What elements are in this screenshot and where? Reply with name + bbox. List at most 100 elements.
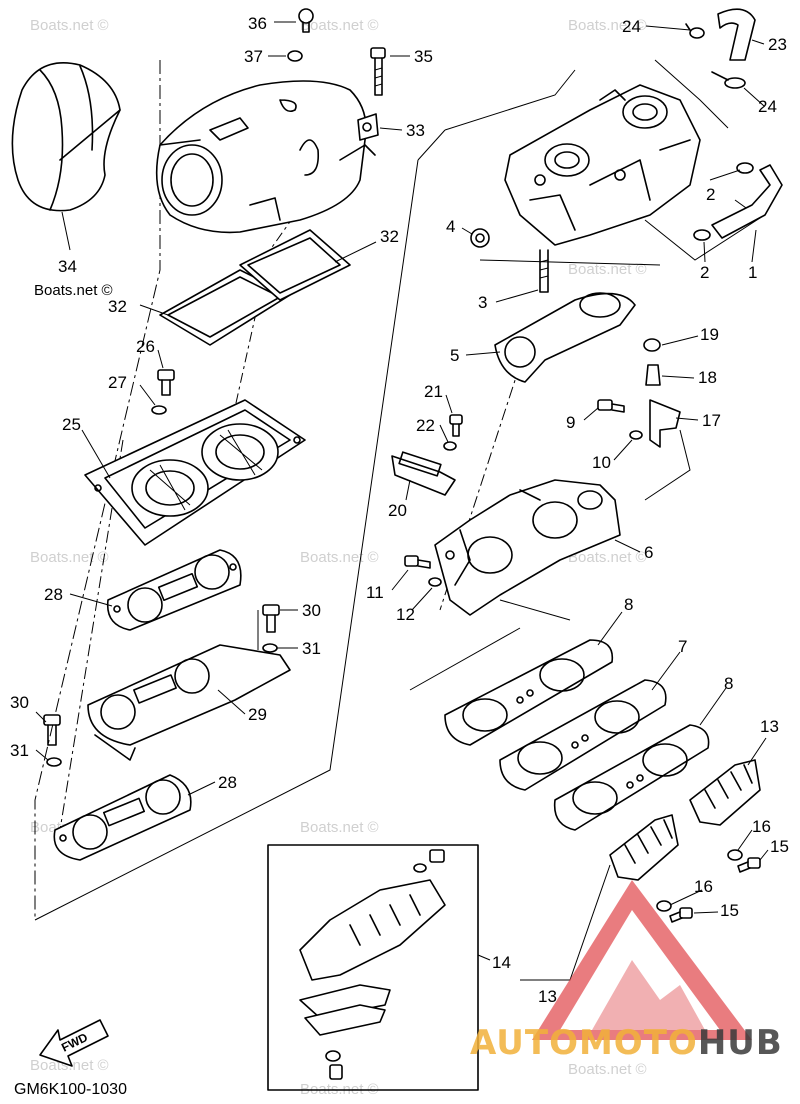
hose-part-23: [717, 8, 756, 61]
clamp-part-24-lower: [711, 71, 746, 89]
callout-34: 34: [58, 257, 77, 276]
triangle-logo-icon: [532, 880, 752, 1040]
callout-5: 5: [450, 346, 459, 365]
washer-part-27: [151, 405, 167, 415]
callout-2: 2: [700, 263, 709, 282]
watermark-text: Boats.net ©: [300, 17, 379, 34]
bracket-part-17: [649, 399, 681, 448]
gasket-part-28-lower: [53, 774, 192, 861]
bolt-part-26: [157, 369, 175, 396]
callout-29: 29: [248, 705, 267, 724]
stud-part-3: [539, 249, 549, 293]
automotohub-logo: [532, 880, 752, 1040]
clamp-part-2-lower: [693, 229, 711, 241]
callout-37: 37: [244, 47, 263, 66]
callout-16: 16: [752, 817, 771, 836]
callout-26: 26: [136, 337, 155, 356]
callout-12: 12: [396, 605, 415, 624]
callout-24: 24: [758, 97, 777, 116]
gasket-part-8-upper: [444, 639, 614, 746]
screw-part-36: [298, 8, 314, 33]
watermark-text: Boats.net ©: [30, 549, 109, 566]
gasket-part-7: [499, 679, 667, 791]
gasket-part-8-lower: [553, 724, 710, 831]
callout-33: 33: [406, 121, 425, 140]
callout-25: 25: [62, 415, 81, 434]
throttle-plate-part-25: [84, 399, 306, 546]
bolt-part-35: [370, 47, 386, 96]
washer-part-12: [428, 577, 442, 587]
callout-11: 11: [366, 583, 384, 602]
callout-8: 8: [624, 595, 633, 614]
callout-22: 22: [416, 416, 435, 435]
screw-part-15-lower: [669, 907, 693, 923]
manifold-part-6: [434, 479, 621, 616]
washer-part-16-lower: [656, 900, 672, 912]
gasket-part-28-upper: [106, 549, 242, 631]
callout-32: 32: [108, 297, 127, 316]
watermark-text: Boats.net ©: [568, 17, 647, 34]
callout-16: 16: [694, 877, 713, 896]
watermark-text: Boats.net ©: [568, 549, 647, 566]
cap-part-19: [643, 338, 661, 352]
washer-part-10: [629, 430, 643, 440]
washer-part-37: [287, 50, 303, 62]
watermark-text: Boats.net ©: [30, 17, 109, 34]
clamp-part-24-upper: [685, 23, 705, 39]
watermark-text: Boats.net ©: [568, 1061, 647, 1078]
callout-30: 30: [302, 601, 321, 620]
watermark-text: Boats.net ©: [300, 549, 379, 566]
washer-part-31-left: [46, 757, 62, 767]
screw-part-15-upper: [737, 857, 761, 873]
diagram-code: GM6K100-1030: [14, 1081, 127, 1098]
callout-13: 13: [538, 987, 557, 1006]
callout-30: 30: [10, 693, 29, 712]
fitting-part-18: [645, 364, 661, 386]
hose-part-1: [711, 164, 783, 239]
callout-7: 7: [678, 637, 687, 656]
automotohub-brand: AUTOMOTOHUB: [470, 1023, 783, 1063]
credit-text: Boats.net ©: [34, 282, 113, 299]
clamp-part-2-upper: [736, 162, 754, 174]
reed-valve-part-13-lower: [609, 814, 679, 881]
callout-13: 13: [760, 717, 779, 736]
screen-parts-32: [159, 229, 351, 346]
callout-2: 2: [706, 185, 715, 204]
reed-valve-inset-part-14: [267, 844, 479, 1091]
watermark-text: Boats.net ©: [300, 819, 379, 836]
callout-3: 3: [478, 293, 487, 312]
callout-10: 10: [592, 453, 611, 472]
bolt-part-30-left: [43, 714, 61, 746]
bolt-part-9: [597, 399, 625, 413]
callout-23: 23: [768, 35, 787, 54]
watermark-text: Boats.net ©: [568, 261, 647, 278]
washer-part-31-right: [262, 643, 278, 653]
callout-36: 36: [248, 14, 267, 33]
callout-9: 9: [566, 413, 575, 432]
callout-17: 17: [702, 411, 721, 430]
callout-15: 15: [720, 901, 739, 920]
callout-18: 18: [698, 368, 717, 387]
callout-35: 35: [414, 47, 433, 66]
callout-14: 14: [492, 953, 511, 972]
callout-32: 32: [380, 227, 399, 246]
bolt-part-30-right: [262, 604, 280, 633]
bolt-part-11: [404, 555, 431, 569]
callout-31: 31: [302, 639, 321, 658]
gasket-part-5: [494, 292, 636, 383]
washer-part-22: [443, 441, 457, 451]
carburetor-assembly: [504, 84, 701, 246]
callout-15: 15: [770, 837, 789, 856]
callout-31: 31: [10, 741, 29, 760]
callout-8: 8: [724, 674, 733, 693]
washer-part-16-upper: [727, 849, 743, 861]
reed-valve-part-13-upper: [689, 759, 761, 826]
callout-labels: 36 37 35 33 34 32 32 26 27 25 28 30 31 2…: [10, 14, 789, 1006]
bracket-part-33: [357, 113, 379, 141]
gasket-part-29: [87, 644, 291, 761]
callout-27: 27: [108, 373, 127, 392]
nut-part-4: [470, 228, 490, 248]
callout-4: 4: [446, 217, 455, 236]
brand-part-2: HUB: [698, 1023, 783, 1063]
bracket-part-20: [391, 451, 456, 496]
